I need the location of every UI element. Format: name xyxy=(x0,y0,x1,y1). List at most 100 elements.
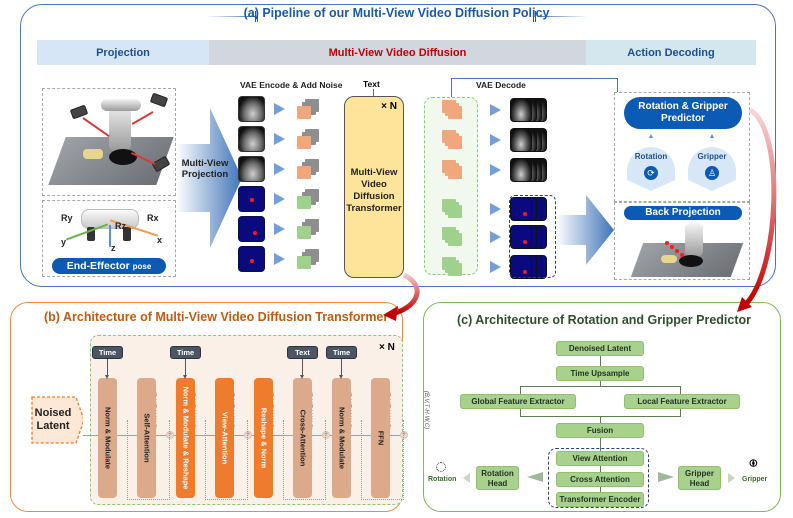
global-feature-extractor: Global Feature Extractor xyxy=(460,394,576,409)
end-effector-box: Ry y Rz z Rx x xyxy=(42,200,176,277)
dit-label-line: Video xyxy=(361,179,387,190)
dit-block: × N Multi-View Video Diffusion Transform… xyxy=(344,96,404,278)
trajectory-point xyxy=(680,253,684,257)
rotation-fan-label: Rotation xyxy=(634,152,668,161)
gripper-head-box: Gripper Head xyxy=(678,466,721,490)
latent-layer xyxy=(448,166,462,179)
latent-layer xyxy=(448,233,462,246)
multiview-projection-arrow xyxy=(176,108,242,248)
back-projection-label: Back Projection xyxy=(624,206,742,220)
latent-layer xyxy=(297,166,311,179)
denoised-latent-group xyxy=(424,97,478,275)
condition-arrow xyxy=(183,359,187,379)
band-projection: Projection xyxy=(37,40,209,65)
robot-scene-box xyxy=(42,88,176,196)
decode-connector-down xyxy=(617,78,618,92)
gripper-finger xyxy=(123,227,131,241)
dit-label: Multi-View Video Diffusion Transformer xyxy=(345,167,403,215)
bread-object xyxy=(83,149,103,159)
noisy-latent xyxy=(297,159,319,179)
latent-layer xyxy=(297,136,311,149)
to-rotation-head-arrow xyxy=(527,472,543,482)
noised-latent-input xyxy=(31,396,83,444)
robot-arm xyxy=(109,101,131,151)
split-connector xyxy=(520,386,680,387)
decode-connector xyxy=(451,78,452,97)
dit-sublayer-self-attention: Self-Attention xyxy=(137,378,156,498)
heatmap-view-image xyxy=(238,246,265,272)
flow-connector xyxy=(600,381,601,387)
encode-arrow xyxy=(274,163,285,175)
to-back-projection-arrow xyxy=(556,195,614,265)
projection-arrow xyxy=(131,111,154,125)
latent-layer xyxy=(297,256,311,269)
skip-connection xyxy=(361,420,404,500)
robot-arm-link xyxy=(101,99,141,111)
end-effector-pose-label: End-Effector pose xyxy=(52,258,166,274)
axis-label-y: y xyxy=(61,237,67,247)
rgp-line1: Rotation & Gripper xyxy=(638,101,728,112)
title-decor-bar-right xyxy=(533,11,536,22)
denoised-latent xyxy=(442,227,462,247)
encode-arrow xyxy=(274,253,285,265)
axis-label-z: z xyxy=(111,243,116,253)
decoded-heatmap-frames xyxy=(510,197,554,223)
residual-add-icon: + xyxy=(166,431,174,439)
gripper-head-line1: Gripper xyxy=(685,469,714,478)
time-upsample-box: Time Upsample xyxy=(556,366,644,381)
bread-object xyxy=(661,255,677,263)
sublayer-label: Norm & Modulate & Reshape xyxy=(181,386,190,490)
encode-arrow xyxy=(274,193,285,205)
denoised-latent xyxy=(442,130,462,150)
dit-sublayer-view-attention: View-Attention xyxy=(215,378,234,498)
flow-connector xyxy=(600,487,601,492)
to-gripper-head-arrow xyxy=(658,472,674,482)
camera-view-image xyxy=(238,126,265,152)
time-condition-tag: Time xyxy=(326,346,357,359)
gripper-position-dot xyxy=(523,270,527,274)
cross-attention-box: Cross Attention xyxy=(556,472,644,487)
skip-connection xyxy=(283,420,326,500)
axis-z-line xyxy=(109,225,111,247)
rotation-head-line1: Rotation xyxy=(481,469,514,478)
noisy-latent xyxy=(297,219,319,239)
robot-arm xyxy=(685,223,703,257)
back-projection-box xyxy=(614,202,750,280)
video-frame xyxy=(510,158,532,182)
decoded-video-frames xyxy=(510,98,554,124)
flow-connector xyxy=(600,356,601,366)
latent-layer xyxy=(297,106,311,119)
noisy-latent xyxy=(297,129,319,149)
decoded-video-frames xyxy=(510,158,554,184)
flow-connector xyxy=(600,438,601,451)
gripper-position-dot xyxy=(250,198,254,202)
band-decoding: Action Decoding xyxy=(586,40,756,65)
video-frame xyxy=(510,225,532,249)
dit-architecture-title: (b) Architecture of Multi-View Video Dif… xyxy=(44,310,389,324)
condition-arrow xyxy=(300,359,304,379)
latent-layer xyxy=(297,196,311,209)
video-frame xyxy=(510,255,532,279)
rotation-output-icon xyxy=(436,462,446,472)
noisy-latent xyxy=(297,99,319,119)
projection-arrow xyxy=(82,117,110,138)
title-decor-line-right xyxy=(538,16,588,17)
multiview-projection-label: Multi-View Projection xyxy=(176,158,234,180)
gripper-output-arrow xyxy=(728,473,735,483)
sublayer-label: Norm & Modulate xyxy=(103,406,112,470)
condition-arrow xyxy=(339,359,343,379)
rotation-gripper-predictor: Rotation & Gripper Predictor xyxy=(624,97,742,129)
title-decor-line-left xyxy=(205,16,255,17)
flow-connector xyxy=(680,386,681,394)
end-effector-text: End-Effector xyxy=(66,260,130,272)
pose-text: pose xyxy=(132,262,152,271)
noised-line2: Latent xyxy=(36,420,70,432)
denoised-latent xyxy=(442,199,462,219)
condition-arrow xyxy=(105,359,109,379)
decode-connector-top xyxy=(451,78,617,79)
encode-arrow xyxy=(274,103,285,115)
gripper-position-dot xyxy=(523,240,527,244)
dit-sublayer-reshape-norm: Reshape & Norm xyxy=(254,378,273,498)
skip-connection xyxy=(205,420,248,500)
decoded-video-frames xyxy=(510,128,554,154)
